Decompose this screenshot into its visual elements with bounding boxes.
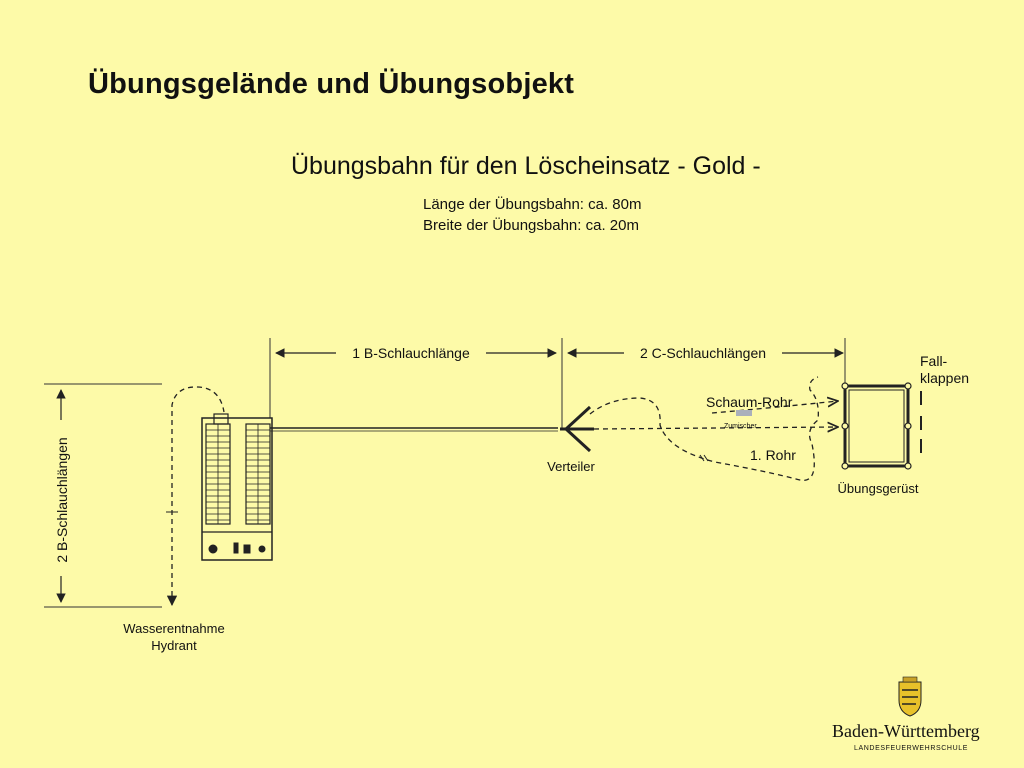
track-length-text: Länge der Übungsbahn: ca. 80m <box>423 196 642 213</box>
slide-title: Übungsgelände und Übungsobjekt <box>88 68 575 100</box>
track-width-text: Breite der Übungsbahn: ca. 20m <box>423 217 639 234</box>
distributor-label: Verteiler <box>547 459 595 474</box>
suction-hose <box>166 386 225 607</box>
scaffold-label: Übungsgerüst <box>838 481 919 496</box>
fire-engine <box>201 413 273 561</box>
b-hoses-vertical-label: 2 B-Schlauchlängen <box>54 437 70 562</box>
training-scaffold <box>841 382 912 470</box>
dimension-c-hoses: 2 C-Schlauchlängen <box>567 338 846 385</box>
flaps-label-2: klappen <box>920 370 969 386</box>
water-source-label-2: Hydrant <box>151 638 197 653</box>
distributor-icon <box>560 405 594 453</box>
flaps-label-1: Fall- <box>920 353 948 369</box>
coat-of-arms-icon <box>898 676 922 717</box>
mixer-icon <box>736 410 752 416</box>
c-hoses <box>589 376 838 481</box>
dimension-b-hose: 1 B-Schlauchlänge <box>269 338 563 430</box>
logo-name: Baden-Württemberg <box>832 721 980 741</box>
mixer-label: Zumischer <box>724 423 757 430</box>
pipe-1-label: 1. Rohr <box>750 447 796 463</box>
diagram-title: Übungsbahn für den Löscheinsatz - Gold - <box>291 152 761 180</box>
foam-pipe-label: Schaum-Rohr <box>706 394 793 410</box>
water-source-label-1: Wasserentnahme <box>123 621 224 636</box>
logo-subtitle: LANDESFEUERWEHRSCHULE <box>854 745 968 752</box>
dimension-b-hoses-vertical: 2 B-Schlauchlängen <box>44 383 162 608</box>
c-hoses-label: 2 C-Schlauchlängen <box>640 345 766 361</box>
b-hose-label: 1 B-Schlauchlänge <box>352 345 470 361</box>
